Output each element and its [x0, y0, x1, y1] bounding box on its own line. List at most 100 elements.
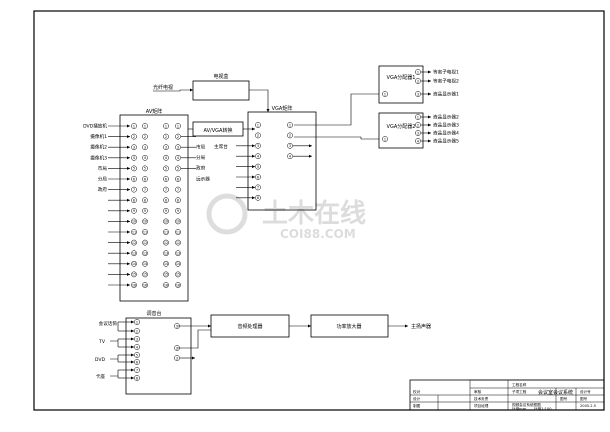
- av-out2-port-9-circle: [175, 207, 181, 214]
- av-output-label-2: 分局: [196, 154, 206, 161]
- mixer-in-port-7-number: 7: [136, 368, 138, 372]
- av-in2-port-9-number: 9: [144, 209, 146, 213]
- av-out-port-11-number: 11: [164, 230, 168, 234]
- av-out-port-10-number: 10: [164, 220, 168, 224]
- mixer-in-port-2-number: 2: [136, 329, 138, 333]
- split1-out-port-2-number: 2: [417, 79, 419, 83]
- av-in-port-11-number: 11: [132, 230, 136, 234]
- av-out2-port-9-number: 9: [177, 209, 179, 213]
- av-in2-port-8-circle: [142, 197, 148, 204]
- av-in-port-8-number: 8: [133, 199, 135, 203]
- av-out2-port-2-number: 2: [177, 135, 179, 139]
- mixer-input-label-1: 会议话筒: [99, 320, 118, 327]
- av-input-label-2: 摄像机1: [90, 133, 107, 140]
- av-input-label-7: 政府: [98, 186, 108, 193]
- av-in2-port-14-number: 14: [143, 262, 147, 266]
- vga-out-port-3-circle: [287, 142, 293, 149]
- av-out2-port-12-number: 12: [176, 241, 180, 245]
- vga-in-port-6-circle: [255, 174, 261, 180]
- split2-output-label-3: 液晶显示器4: [433, 130, 459, 137]
- tb-design-no: 设计号: [580, 389, 591, 394]
- tv-box-label: 电视盒: [213, 73, 228, 80]
- av-out2-port-5-number: 5: [177, 167, 179, 171]
- av-in2-port-10-circle: [142, 218, 148, 225]
- av-in-port-4-number: 4: [133, 156, 135, 160]
- split2-out-port-4-number: 4: [417, 139, 419, 143]
- av-in2-port-8-number: 8: [144, 199, 146, 203]
- av-in-port-9-number: 9: [133, 209, 135, 213]
- vga-splitter-2-label: VGA分配器2: [387, 123, 416, 130]
- av-out-port-9-circle: [163, 207, 169, 214]
- tb-check: 校对: [413, 389, 421, 394]
- vga-splitter-2-block: [378, 112, 424, 149]
- mixer-in-port-1-circle: [134, 319, 140, 325]
- av-output-label-4: 远示器: [196, 175, 210, 182]
- av-in2-port-2-circle: [142, 133, 148, 140]
- vga-in-port-7-circle: [255, 184, 261, 191]
- av-in2-port-3-number: 3: [144, 146, 146, 150]
- speaker-label: 主扬声器: [411, 323, 431, 330]
- av-vga-label: AV/VGA转换: [204, 127, 233, 134]
- fiber-tv-line: [153, 88, 193, 92]
- tv-bracket: [110, 339, 119, 347]
- av-in-port-2-number: 2: [133, 135, 135, 139]
- av-in2-port-9-circle: [142, 207, 148, 214]
- av-in2-port-15-number: 15: [143, 273, 147, 277]
- mixer-input-label-2: TV: [98, 339, 106, 345]
- av-input-label-6: 分局: [98, 176, 108, 183]
- av-input-label-3: 摄像机2: [90, 144, 107, 151]
- watermark-main: 土木在线: [262, 199, 366, 229]
- av-out2-port-7-number: 7: [177, 188, 179, 192]
- av-in-port-9-circle: [131, 207, 137, 214]
- av-out2-port-10-circle: [175, 218, 181, 225]
- av-out2-port-3-circle: [175, 144, 181, 151]
- av-out2-port-7-circle: [175, 186, 181, 193]
- mixer-in-port-5-circle: [134, 352, 140, 358]
- mixer-in-port-7-circle: [134, 367, 140, 373]
- vga-splitter-1-block: [378, 65, 424, 104]
- av-in-port-15-number: 15: [132, 273, 136, 277]
- av-in-port-1-number: 1: [133, 124, 135, 128]
- av-out2-port-5-circle: [175, 165, 181, 172]
- av-out2-port-6-circle: [175, 176, 181, 182]
- av-out-port-11-circle: [163, 229, 169, 235]
- av-out-port-15-number: 15: [164, 273, 168, 277]
- av-output-label-1: 市局: [196, 144, 206, 151]
- av-in2-port-16-number: 16: [143, 283, 147, 287]
- vga-out-port-4-circle: [287, 153, 293, 160]
- av-in-port-3-number: 3: [133, 146, 135, 150]
- vga-to-splitter2-line: [294, 136, 379, 140]
- vga-in-port-1-number: 1: [257, 123, 259, 127]
- mixer-in-port-8-circle: [134, 375, 140, 381]
- vga-in-port-3-number: 3: [257, 144, 259, 148]
- av-out2-port-1-number: 1: [177, 124, 179, 128]
- av-out-port-16-circle: [163, 282, 169, 288]
- vga-out-port-1-circle: [287, 122, 293, 128]
- mixer-block: [125, 317, 192, 395]
- mixer-out-port-3-circle: [174, 355, 180, 361]
- split2-in-port-number: 1: [384, 137, 386, 141]
- split1-in-port-number: 1: [384, 92, 386, 96]
- vga-out-port-4-number: 4: [289, 155, 291, 159]
- av-out2-port-15-circle: [175, 271, 181, 278]
- av-out-port-2-circle: [163, 133, 169, 140]
- av-out-port-8-number: 8: [165, 199, 167, 203]
- watermark: 土木在线 COI88.COM: [206, 193, 366, 241]
- av-in2-port-7-circle: [142, 186, 148, 193]
- av-in-port-2-circle: [131, 133, 137, 140]
- vga-splitter-1-label: VGA分配器1: [387, 74, 416, 81]
- tb-proj-lead: 项目经理: [474, 403, 489, 408]
- av-input-label-4: 摄像机3: [90, 154, 107, 161]
- av-out-port-16-number: 16: [164, 283, 168, 287]
- av-in2-port-4-number: 4: [144, 156, 146, 160]
- mixer-in-port-2-circle: [134, 328, 140, 334]
- split1-out-port-3-circle: [415, 91, 421, 97]
- av-out-port-6-number: 6: [165, 177, 167, 181]
- tb-tech-lead: 技术负责: [474, 396, 489, 401]
- av-out-port-1-circle: [163, 123, 169, 129]
- av-in2-port-1-number: 1: [144, 124, 146, 128]
- av-out-port-14-circle: [163, 260, 169, 267]
